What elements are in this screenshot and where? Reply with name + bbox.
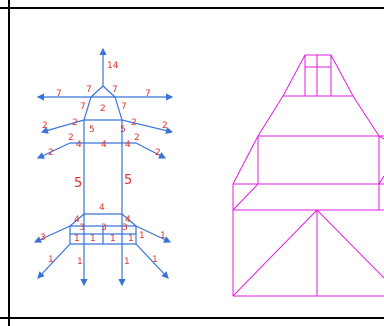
edge — [90, 85, 104, 98]
right-arrow-4 — [135, 225, 172, 243]
label: 1 — [110, 234, 116, 244]
edge — [69, 213, 85, 227]
label: 3 — [40, 233, 46, 243]
label: 5 — [120, 125, 126, 135]
wf-edge — [316, 209, 384, 279]
left-arrow-3 — [36, 142, 71, 159]
label: 3 — [101, 223, 107, 233]
label: 7 — [145, 89, 151, 99]
label: 3 — [122, 223, 128, 233]
wf-edge — [232, 54, 306, 185]
wf-edge — [232, 183, 259, 211]
label: 1 — [128, 234, 134, 244]
label: 4 — [74, 215, 80, 225]
label: 2 — [134, 133, 140, 143]
label: 1 — [48, 255, 54, 265]
label: 1 — [160, 231, 166, 241]
wf-edge — [378, 175, 384, 185]
label: 4 — [125, 140, 131, 150]
label-big: 5 — [74, 176, 82, 191]
wireframe-model — [232, 54, 384, 297]
edge-labels: 14 7 7 7 7 7 2 7 2 2 5 5 2 2 2 2 4 4 4 2… — [40, 61, 168, 267]
label-big: 5 — [124, 173, 132, 188]
label: 4 — [101, 140, 107, 150]
label: 2 — [100, 104, 106, 114]
label: 7 — [112, 85, 118, 95]
label: 3 — [79, 223, 85, 233]
label: 7 — [80, 102, 86, 112]
left-arrow-2 — [40, 119, 85, 134]
label: 2 — [48, 148, 54, 158]
right-arrow-2 — [121, 119, 174, 135]
label: 1 — [139, 231, 145, 241]
wf-edge — [232, 209, 318, 297]
edge — [121, 213, 137, 227]
label: 1 — [74, 234, 80, 244]
bottom-arrow-1 — [37, 243, 71, 279]
bottom-arrow-4 — [135, 243, 169, 279]
label: 4 — [76, 140, 82, 150]
label: 7 — [121, 102, 127, 112]
label: 1 — [77, 257, 83, 267]
label: 2 — [42, 121, 48, 131]
label: 2 — [72, 118, 78, 128]
edge — [102, 85, 116, 98]
skeleton-diagram — [33, 47, 174, 287]
label-top: 14 — [107, 61, 119, 71]
edge — [114, 96, 123, 121]
label: 4 — [99, 203, 105, 213]
edge — [83, 96, 92, 121]
label: 5 — [89, 125, 95, 135]
label: 7 — [86, 85, 92, 95]
label: 2 — [131, 118, 137, 128]
right-arrow-3 — [135, 142, 167, 159]
label: 1 — [124, 257, 130, 267]
label: 2 — [68, 133, 74, 143]
label: 7 — [56, 89, 62, 99]
label: 2 — [162, 121, 168, 131]
label: 1 — [90, 234, 96, 244]
label: 1 — [152, 255, 158, 265]
label: 4 — [125, 215, 131, 225]
label: 2 — [155, 148, 161, 158]
left-arrow-4 — [33, 225, 71, 243]
